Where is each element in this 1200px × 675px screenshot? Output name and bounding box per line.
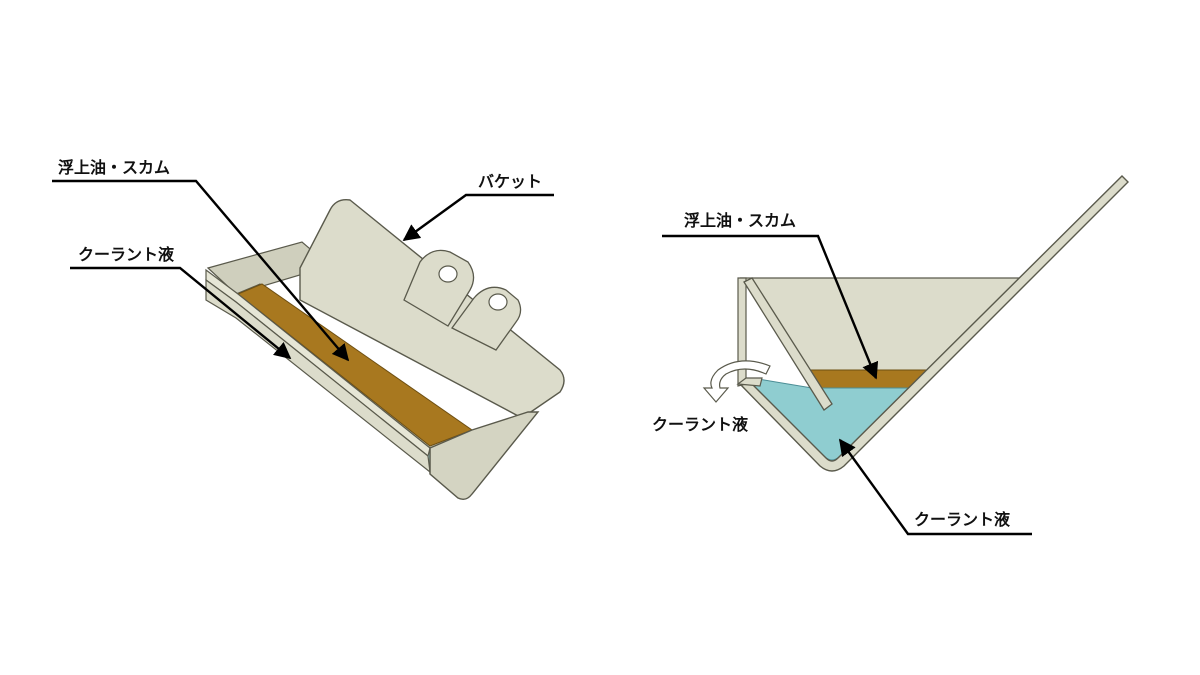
bucket-section-view [702,175,1129,472]
right-leaders [662,234,1032,536]
bucket-mount-tab-1 [403,249,475,327]
section-baffle [743,277,833,411]
label-coolant-overflow: クーラント液 [652,415,749,434]
leader-coolant-left [70,266,292,360]
label-oil-scum-right: 浮上油・スカム [684,211,797,230]
bucket-3d-view [205,199,565,501]
label-coolant-right: クーラント液 [914,510,1011,529]
leader-coolant-right [839,438,1032,536]
leader-bucket-left [402,193,554,241]
bucket-mount-hole-2 [488,293,508,311]
leader-oil-scum-right [662,234,879,380]
bucket-end-plate [429,411,540,501]
label-bucket: バケット [478,172,543,191]
label-oil-scum-left: 浮上油・スカム [58,158,171,177]
bucket-mount-hole-1 [438,265,458,283]
left-leaders [52,179,554,362]
leader-oil-scum-left [52,179,350,362]
label-coolant-left: クーラント液 [78,245,175,264]
section-overflow-lip [736,377,763,387]
overflow-arrow [702,360,771,403]
